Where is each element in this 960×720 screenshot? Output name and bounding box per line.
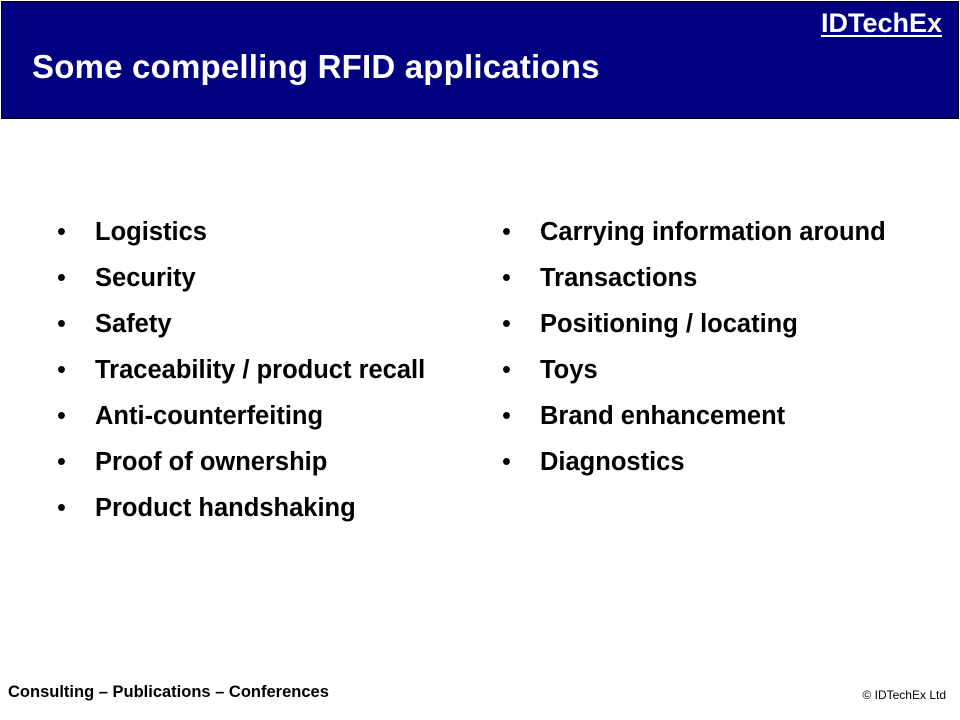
bullet-icon: • xyxy=(57,494,66,522)
list-item-label: Safety xyxy=(95,310,172,338)
list-item-label: Anti-counterfeiting xyxy=(95,402,324,430)
bullet-icon: • xyxy=(57,218,66,246)
list-item: • Toys xyxy=(502,353,902,387)
list-item-label: Positioning / locating xyxy=(540,310,798,338)
slide-title: Some compelling RFID applications xyxy=(32,48,600,85)
bullet-icon: • xyxy=(502,264,511,292)
right-bullet-list: • Carrying information around • Transact… xyxy=(502,215,902,491)
brand-link[interactable]: IDTechEx xyxy=(820,8,942,38)
list-item-label: Brand enhancement xyxy=(540,402,786,430)
footer-tagline: Consulting – Publications – Conferences xyxy=(8,683,329,701)
list-item: • Carrying information around xyxy=(502,215,902,249)
list-item: • Security xyxy=(57,261,437,295)
list-item-label: Product handshaking xyxy=(95,494,356,522)
footer-copyright: © IDTechEx Ltd xyxy=(862,688,946,702)
list-item-label: Traceability / product recall xyxy=(95,356,426,384)
list-item: • Proof of ownership xyxy=(57,445,437,479)
list-item-label: Transactions xyxy=(540,264,698,292)
list-item: • Logistics xyxy=(57,215,437,249)
left-bullet-list: • Logistics • Security • Safety • Tracea… xyxy=(57,215,437,537)
list-item: • Product handshaking xyxy=(57,491,437,525)
list-item-label: Toys xyxy=(540,356,598,384)
list-item-label: Carrying information around xyxy=(540,218,886,246)
bullet-icon: • xyxy=(502,218,511,246)
bullet-icon: • xyxy=(57,448,66,476)
list-item-label: Security xyxy=(95,264,196,292)
list-item: • Diagnostics xyxy=(502,445,902,479)
list-item: • Anti-counterfeiting xyxy=(57,399,437,433)
list-item-label: Logistics xyxy=(95,218,207,246)
list-item: • Traceability / product recall xyxy=(57,353,437,387)
bullet-icon: • xyxy=(57,310,66,338)
list-item: • Transactions xyxy=(502,261,902,295)
bullet-icon: • xyxy=(502,448,511,476)
bullet-icon: • xyxy=(57,264,66,292)
list-item-label: Proof of ownership xyxy=(95,448,328,476)
list-item-label: Diagnostics xyxy=(540,448,685,476)
header-band: IDTechEx Some compelling RFID applicatio… xyxy=(1,1,959,119)
list-item: • Brand enhancement xyxy=(502,399,902,433)
bullet-icon: • xyxy=(502,402,511,430)
list-item: • Positioning / locating xyxy=(502,307,902,341)
bullet-icon: • xyxy=(502,356,511,384)
bullet-icon: • xyxy=(57,356,66,384)
bullet-icon: • xyxy=(57,402,66,430)
list-item: • Safety xyxy=(57,307,437,341)
bullet-icon: • xyxy=(502,310,511,338)
